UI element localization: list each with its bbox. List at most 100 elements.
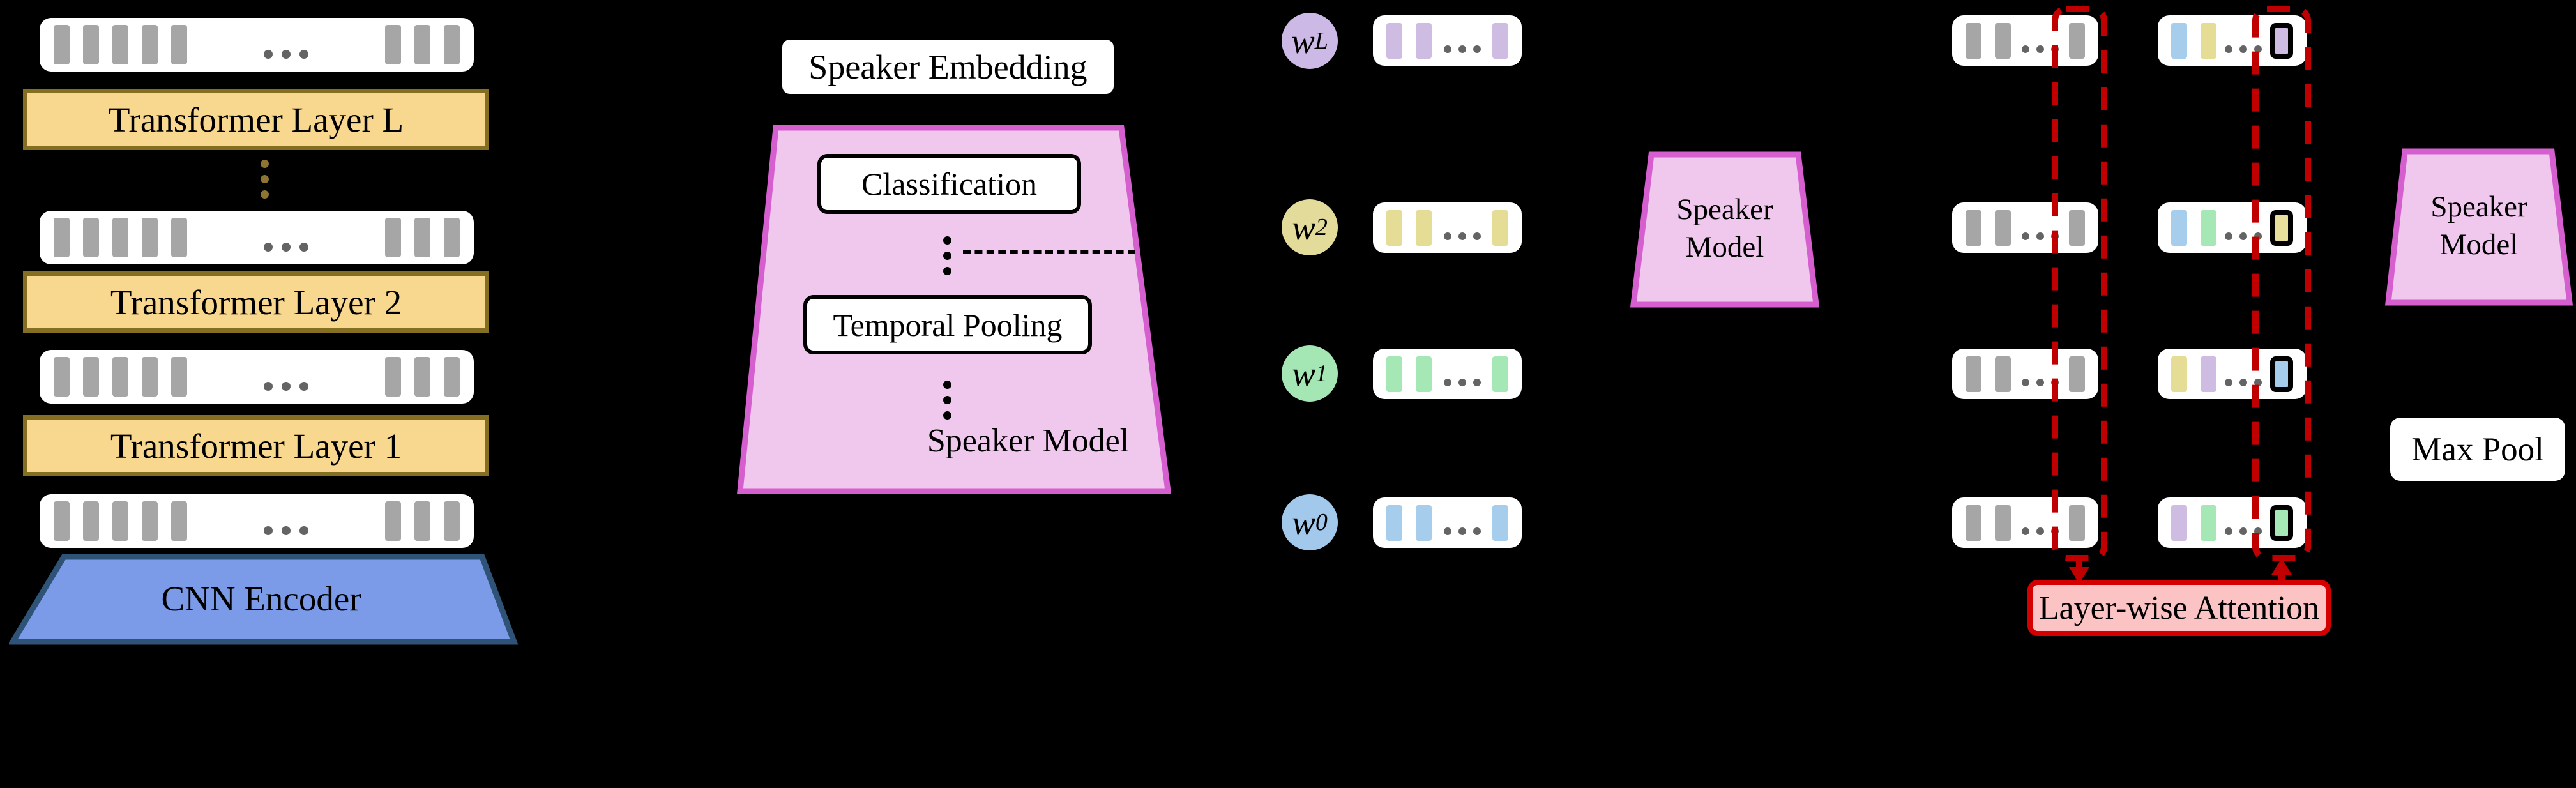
selected-frame-highlight (2270, 22, 2293, 59)
speaker-model-line2: Model (2439, 228, 2519, 261)
frame-bars (54, 357, 187, 397)
attended-frames-row (2158, 15, 2307, 66)
layer-frames-row (1952, 202, 2098, 253)
weighted-frames-row (1373, 497, 1522, 548)
frame-bars (385, 501, 460, 541)
ellipsis-icon (1443, 45, 1481, 53)
weight-symbol: w (1292, 503, 1315, 542)
encoder-frames-row (40, 211, 474, 264)
transformer-layer-L-label: Transformer Layer L (108, 100, 404, 139)
speaker-model-trapezoid (2384, 148, 2573, 306)
frame-bars (1386, 209, 1432, 246)
encoder-frames-row (40, 350, 474, 404)
transformer-layer-2-label: Transformer Layer 2 (110, 282, 402, 322)
speaker-model-line1: Speaker (1676, 192, 1773, 226)
frame-bars (385, 218, 460, 257)
speaker-model-line2: Model (1685, 230, 1764, 264)
layer-frames-row (1952, 15, 2098, 66)
layer-wise-attention-label: Layer-wise Attention (2038, 589, 2320, 626)
frame-bars (2270, 209, 2293, 246)
frame-bars (2270, 356, 2293, 392)
frame-bars (2270, 22, 2293, 59)
speaker-model-label: Speaker Model (1628, 147, 1821, 310)
cnn-encoder-label: CNN Encoder (161, 579, 361, 618)
weighted-frames-row (1373, 15, 1522, 66)
frame-bars (54, 218, 187, 257)
frame-bars (1386, 356, 1432, 392)
weight-symbol: w (1292, 208, 1315, 247)
red-dashed-selection (2252, 6, 2311, 561)
frame-bars (2171, 504, 2216, 541)
attended-frames-row (2158, 202, 2307, 253)
attended-frames-row (2158, 497, 2307, 548)
temporal-pooling-box: Temporal Pooling (803, 295, 1092, 354)
ellipsis-icon (1443, 527, 1481, 535)
frame-bars (2270, 504, 2293, 541)
speaker-model-line1: Speaker (2430, 190, 2527, 224)
frame-bars (1492, 504, 1508, 541)
ellipsis-icon (1443, 232, 1481, 240)
frame-bars (1386, 504, 1432, 541)
frame-bars (1492, 356, 1508, 392)
ellipsis-icon (264, 526, 308, 535)
speaker-embedding-label: Speaker Embedding (808, 47, 1087, 86)
frame-bars (1386, 22, 1432, 59)
selected-frame-highlight (2270, 356, 2293, 392)
ellipsis-icon (264, 243, 308, 252)
frame-bars (1492, 22, 1508, 59)
layer-frames-row (1952, 349, 2098, 399)
frame-bars (2069, 209, 2085, 246)
max-pool-box: Max Pool (2390, 418, 2565, 481)
classification-box: Classification (817, 154, 1081, 214)
frame-bars (1966, 209, 2011, 246)
frame-bars (1492, 209, 1508, 246)
vertical-ellipsis-icon (943, 236, 951, 275)
selected-frame-highlight (2270, 504, 2293, 541)
red-dashed-selection (2052, 6, 2107, 561)
frame-bars (2171, 356, 2216, 392)
weighted-frames-row (1373, 202, 1522, 253)
vertical-ellipsis-icon (943, 381, 951, 420)
classification-label: Classification (861, 166, 1037, 202)
frame-bars (2171, 209, 2216, 246)
frame-bars (1966, 504, 2011, 541)
frame-bars (2069, 504, 2085, 541)
speaker-model-label: Speaker Model (927, 422, 1130, 459)
speaker-embedding-box: Speaker Embedding (782, 40, 1114, 94)
frame-bars (1966, 22, 2011, 59)
attention-arrow-up-icon (2271, 558, 2292, 575)
layer-wise-attention-box: Layer-wise Attention (2027, 580, 2331, 636)
transformer-layer-2-box: Transformer Layer 2 (23, 271, 489, 333)
frame-bars (2069, 356, 2085, 392)
weight-symbol: w (1292, 354, 1315, 393)
cnn-encoder-trapezoid (9, 554, 519, 645)
ellipsis-icon (264, 50, 308, 59)
ellipsis-icon (1443, 378, 1481, 386)
red-dashed-selection-overlay (2052, 6, 2311, 584)
speaker-model-trapezoid (1630, 151, 1820, 308)
ellipsis-icon (2225, 45, 2262, 53)
transformer-layer-L-box: Transformer Layer L (23, 89, 489, 150)
frame-bars (54, 501, 187, 541)
transformer-layer-1-box: Transformer Layer 1 (23, 415, 489, 476)
layer-frames-row (1952, 497, 2098, 548)
transformer-layer-1-label: Transformer Layer 1 (110, 426, 402, 466)
frame-bars (385, 357, 460, 397)
max-pool-label: Max Pool (2411, 430, 2544, 468)
attention-arrow-down-icon (2069, 567, 2089, 584)
frame-bars (385, 25, 460, 64)
encoder-frames-row (40, 494, 474, 548)
selected-frame-highlight (2270, 209, 2293, 246)
temporal-pooling-label: Temporal Pooling (833, 307, 1063, 343)
speaker-model-label: Speaker Model (2383, 144, 2575, 308)
attended-frames-row (2158, 349, 2307, 399)
dashed-connector (963, 250, 1135, 254)
frame-bars (2069, 22, 2085, 59)
encoder-frames-row (40, 18, 474, 72)
weighted-frames-row (1373, 349, 1522, 399)
